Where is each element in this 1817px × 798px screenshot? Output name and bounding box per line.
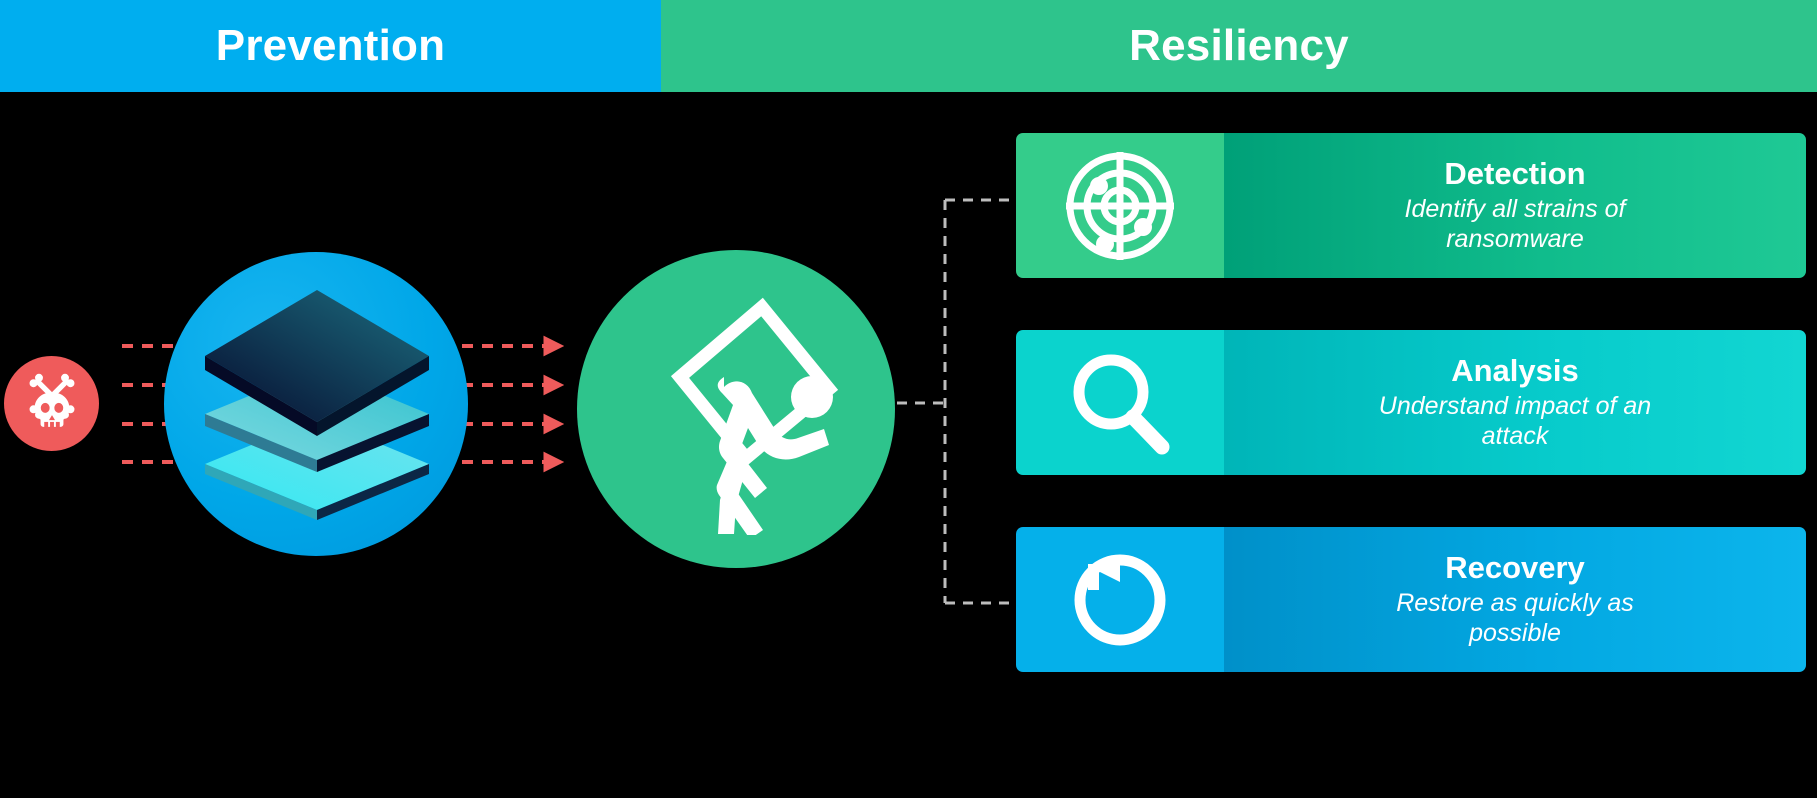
header-resiliency-label: Resiliency — [1129, 21, 1349, 70]
recovery-title: Recovery — [1445, 549, 1585, 585]
header-prevention-label: Prevention — [215, 21, 446, 70]
detection-title: Detection — [1444, 155, 1586, 191]
header-prevention: Prevention — [0, 0, 661, 92]
layer-top — [205, 290, 429, 436]
detection-description: Identify all strains of ransomware — [1404, 195, 1626, 254]
detection-icon-pane — [1016, 133, 1224, 278]
attack-arrow-icon — [122, 335, 565, 473]
magnifying-glass-icon — [1073, 354, 1170, 454]
bracket-connector-icon — [897, 198, 1025, 605]
pillar-card-detection[interactable]: Detection Identify all strains of ransom… — [1016, 133, 1806, 278]
pillar-card-analysis[interactable]: Analysis Understand impact of an attack — [1016, 330, 1806, 475]
recovery-text-pane: Recovery Restore as quickly as possible — [1224, 527, 1806, 672]
radar-target-icon — [1066, 151, 1174, 260]
skull-crossbones-icon — [29, 373, 74, 428]
header-resiliency: Resiliency — [661, 0, 1817, 92]
recovery-icon-pane — [1016, 527, 1224, 672]
recovery-description: Restore as quickly as possible — [1396, 589, 1634, 648]
attack-arrows-group — [122, 335, 565, 473]
analysis-title: Analysis — [1451, 352, 1579, 388]
worker-carrying-panel-icon — [670, 297, 839, 535]
layers-stack-icon — [205, 290, 429, 520]
analysis-icon-pane — [1016, 330, 1224, 475]
detection-text-pane: Detection Identify all strains of ransom… — [1224, 133, 1806, 278]
analysis-description: Understand impact of an attack — [1378, 392, 1652, 451]
analysis-text-pane: Analysis Understand impact of an attack — [1224, 330, 1806, 475]
pillar-card-recovery[interactable]: Recovery Restore as quickly as possible — [1016, 527, 1806, 672]
threat-badge — [4, 356, 99, 451]
restore-rotate-icon — [1074, 554, 1166, 646]
